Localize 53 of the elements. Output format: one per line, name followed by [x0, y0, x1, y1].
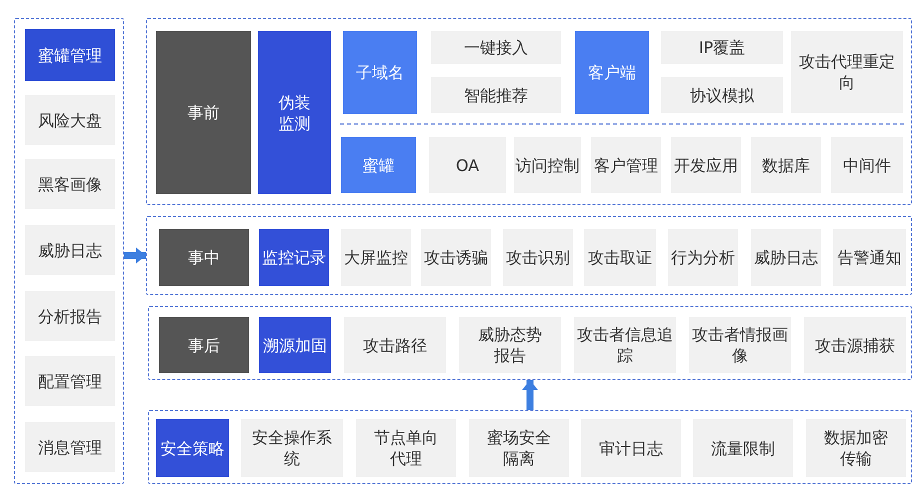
module-tile: OA — [429, 137, 506, 193]
module-tile: 审计日志 — [581, 419, 681, 477]
arrow — [124, 248, 146, 264]
module-tile: 子域名 — [343, 31, 417, 114]
module-tile: 开发应用 — [671, 137, 741, 193]
dashed-panel — [146, 216, 912, 295]
module-tile: 数据库 — [751, 137, 821, 193]
module-tile: 安全策略 — [156, 419, 229, 477]
module-tile: 客户端 — [575, 31, 649, 114]
module-tile: 行为分析 — [668, 229, 738, 286]
module-tile: 风险大盘 — [25, 95, 115, 145]
module-tile: IP覆盖 — [661, 31, 783, 64]
module-tile: 威胁态势报告 — [459, 317, 561, 373]
module-tile: 协议模拟 — [661, 77, 783, 113]
module-tile: 中间件 — [831, 137, 903, 193]
module-tile: 威胁日志 — [25, 225, 115, 275]
module-tile: 威胁日志 — [751, 229, 821, 286]
module-tile: 节点单向代理 — [356, 419, 456, 477]
module-tile: 黑客画像 — [25, 159, 115, 209]
stage-label: 事中 — [159, 229, 249, 286]
dashed-panel — [148, 410, 912, 484]
module-tile: 智能推荐 — [431, 77, 561, 113]
module-tile: 蜜罐 — [341, 137, 416, 193]
dashed-panel — [148, 306, 912, 380]
stage-label: 事前 — [156, 31, 251, 194]
module-tile: 消息管理 — [25, 422, 115, 472]
stage-label: 事后 — [159, 317, 249, 373]
module-tile: 告警通知 — [833, 229, 906, 286]
module-tile: 攻击者情报画像 — [689, 317, 791, 373]
module-tile: 一键接入 — [431, 31, 561, 64]
module-tile: 客户管理 — [591, 137, 661, 193]
module-tile: 攻击路径 — [344, 317, 446, 373]
dashed-panel — [14, 18, 124, 484]
module-tile: 安全操作系统 — [241, 419, 343, 477]
module-tile: 访问控制 — [514, 137, 581, 193]
module-tile: 伪装监测 — [258, 31, 331, 194]
module-tile: 分析报告 — [25, 291, 115, 341]
module-tile: 攻击诱骗 — [421, 229, 491, 286]
module-tile: 流量限制 — [693, 419, 793, 477]
module-tile: 攻击者信息追踪 — [574, 317, 676, 373]
module-tile: 攻击代理重定向 — [791, 31, 903, 113]
module-tile: 数据加密传输 — [806, 419, 906, 477]
module-tile: 攻击识别 — [503, 229, 573, 286]
module-tile: 大屏监控 — [341, 229, 411, 286]
module-tile: 攻击取证 — [584, 229, 656, 286]
dashed-panel — [146, 18, 912, 205]
module-tile: 监控记录 — [259, 229, 329, 286]
module-tile: 蜜场安全隔离 — [469, 419, 569, 477]
menu-item: 蜜罐管理 — [25, 29, 115, 81]
arrow — [522, 380, 538, 410]
module-tile: 攻击源捕获 — [804, 317, 906, 373]
module-tile: 配置管理 — [25, 356, 115, 406]
module-tile: 溯源加固 — [259, 317, 331, 373]
